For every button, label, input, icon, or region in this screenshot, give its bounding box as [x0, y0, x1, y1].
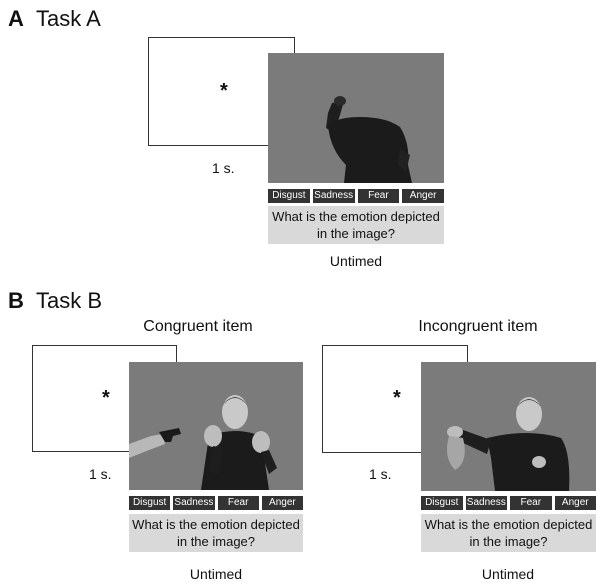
congruent-question: What is the emotion depicted in the imag… [129, 514, 303, 552]
button-sadness[interactable]: Sadness [173, 496, 215, 510]
incongruent-question: What is the emotion depicted in the imag… [421, 514, 596, 552]
fearful-face-figure-with-gun [129, 395, 277, 490]
headless-body-figure [326, 96, 412, 183]
fixation-cross: * [102, 387, 110, 409]
panel-a-stimulus-image [268, 53, 444, 183]
button-disgust[interactable]: Disgust [129, 496, 171, 510]
button-anger[interactable]: Anger [261, 496, 303, 510]
panel-a-response-time: Untimed [329, 253, 383, 269]
fixation-cross: * [393, 387, 401, 409]
panel-b-title: Task B [36, 288, 103, 313]
incongruent-stimulus-image [421, 362, 596, 491]
button-anger[interactable]: Anger [554, 496, 596, 510]
congruent-item-label: Congruent item [143, 318, 253, 335]
fixation-cross: * [220, 80, 228, 102]
button-disgust[interactable]: Disgust [421, 496, 463, 510]
button-fear[interactable]: Fear [217, 496, 259, 510]
button-anger[interactable]: Anger [402, 189, 444, 203]
congruent-stimulus-image [129, 362, 303, 490]
congruent-response-time: Untimed [189, 566, 243, 582]
panel-a-letter: A [8, 6, 24, 31]
panel-a-response-buttons: Disgust Sadness Fear Anger [268, 189, 444, 203]
button-sadness[interactable]: Sadness [465, 496, 507, 510]
button-sadness[interactable]: Sadness [312, 189, 355, 203]
panel-a-fixation-duration: 1 s. [212, 160, 235, 176]
panel-a-question: What is the emotion depicted in the imag… [268, 206, 444, 244]
incongruent-fixation-duration: 1 s. [369, 466, 392, 482]
button-fear[interactable]: Fear [357, 189, 400, 203]
congruent-fixation-duration: 1 s. [89, 466, 112, 482]
congruent-response-buttons: Disgust Sadness Fear Anger [129, 496, 303, 510]
fearful-face-figure-with-bag [447, 397, 570, 491]
incongruent-response-time: Untimed [481, 566, 535, 582]
incongruent-response-buttons: Disgust Sadness Fear Anger [421, 496, 596, 510]
button-disgust[interactable]: Disgust [268, 189, 310, 203]
panel-b-letter: B [8, 288, 24, 313]
panel-a-title: Task A [36, 6, 101, 31]
button-fear[interactable]: Fear [510, 496, 552, 510]
incongruent-item-label: Incongruent item [418, 318, 538, 335]
